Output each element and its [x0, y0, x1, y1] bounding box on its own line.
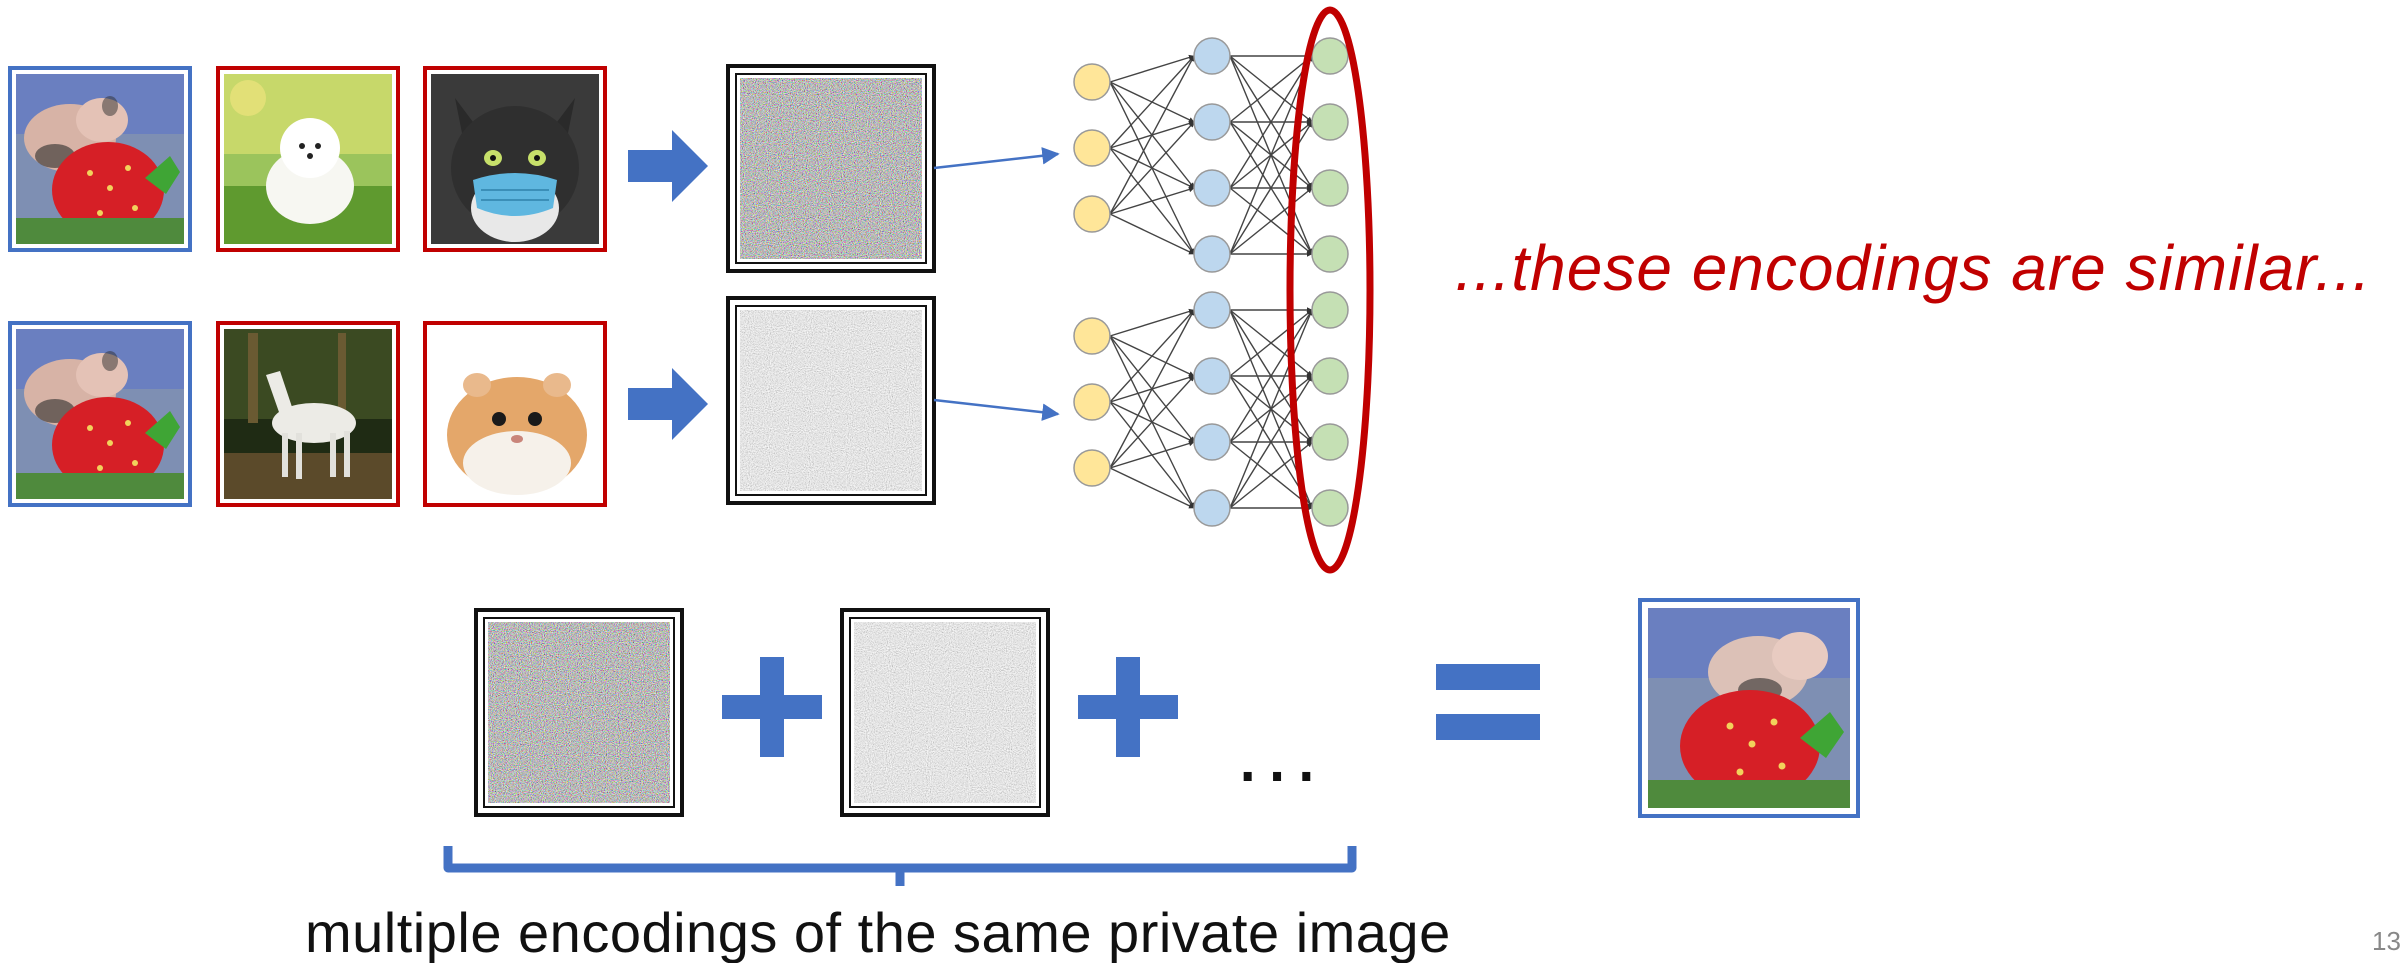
- network-node: [1073, 449, 1111, 487]
- output-layer-highlight: [1286, 6, 1374, 574]
- network-edge: [1229, 187, 1313, 255]
- block-arrow-2: [628, 368, 708, 440]
- network-node: [1311, 235, 1349, 273]
- arrow-to-network-1: [933, 147, 1060, 170]
- network-node: [1311, 169, 1349, 207]
- network-node: [1073, 63, 1111, 101]
- cat-with-mask-thumbnail: [423, 66, 607, 252]
- network-node: [1193, 169, 1231, 207]
- network-node: [1193, 423, 1231, 461]
- page-number: 13: [2372, 926, 2401, 956]
- pig-strawberry-thumbnail: [8, 66, 192, 252]
- equation-term-gray-noise: [840, 608, 1050, 817]
- network-edge: [1229, 309, 1313, 443]
- network-node: [1073, 195, 1111, 233]
- encoding-gray-noise-1: [726, 296, 936, 505]
- network-node: [1193, 357, 1231, 395]
- network-node: [1073, 383, 1111, 421]
- network-node: [1073, 317, 1111, 355]
- arrow-to-network-2: [933, 398, 1060, 421]
- network-edge: [1229, 309, 1313, 377]
- plus-sign-1: [722, 657, 822, 757]
- network-node: [1311, 423, 1349, 461]
- result-pig-strawberry: [1638, 598, 1860, 818]
- network-node: [1193, 291, 1231, 329]
- row-2-thumbnails: [8, 321, 607, 507]
- network-edge: [1109, 440, 1195, 469]
- network-edge: [1109, 121, 1195, 215]
- network-edge: [1229, 375, 1313, 509]
- network-edge: [1109, 309, 1195, 469]
- network-node: [1311, 489, 1349, 527]
- block-arrow-1: [628, 130, 708, 202]
- network-edge: [1109, 309, 1195, 403]
- bottom-brace: [443, 846, 1357, 886]
- bottom-caption: multiple encodings of the same private i…: [305, 901, 1451, 963]
- network-node: [1311, 357, 1349, 395]
- equation-term-color-noise: [474, 608, 684, 817]
- network-edge: [1109, 213, 1195, 255]
- pig-strawberry-thumbnail: [8, 321, 192, 507]
- network-edge: [1109, 467, 1195, 509]
- plus-sign-2: [1078, 657, 1178, 757]
- network-edge: [1229, 309, 1313, 509]
- network-node: [1311, 103, 1349, 141]
- network-edge: [1109, 55, 1195, 215]
- network-node: [1193, 37, 1231, 75]
- white-horse-thumbnail: [216, 321, 400, 507]
- row-1-thumbnails: [8, 66, 607, 252]
- network-edge: [1109, 55, 1195, 149]
- network-edge: [1109, 375, 1195, 469]
- network-node: [1311, 37, 1349, 75]
- network-node: [1073, 129, 1111, 167]
- network-node: [1193, 489, 1231, 527]
- network-edge: [1229, 55, 1313, 189]
- similarity-caption: ...these encodings are similar...: [1455, 232, 2372, 304]
- network-node: [1311, 291, 1349, 329]
- network-edge: [1109, 54, 1195, 83]
- network-node: [1193, 235, 1231, 273]
- equals-sign: [1436, 664, 1540, 740]
- neural-network-1: [1073, 37, 1349, 273]
- network-edge: [1229, 55, 1313, 255]
- neural-network-2: [1073, 291, 1349, 527]
- network-node: [1193, 103, 1231, 141]
- ellipsis-text: ...: [1236, 705, 1325, 799]
- network-edge: [1229, 55, 1313, 123]
- encoding-color-noise-1: [726, 64, 936, 273]
- hamster-thumbnail: [423, 321, 607, 507]
- network-edge: [1109, 186, 1195, 215]
- network-edge: [1109, 308, 1195, 337]
- white-dog-thumbnail: [216, 66, 400, 252]
